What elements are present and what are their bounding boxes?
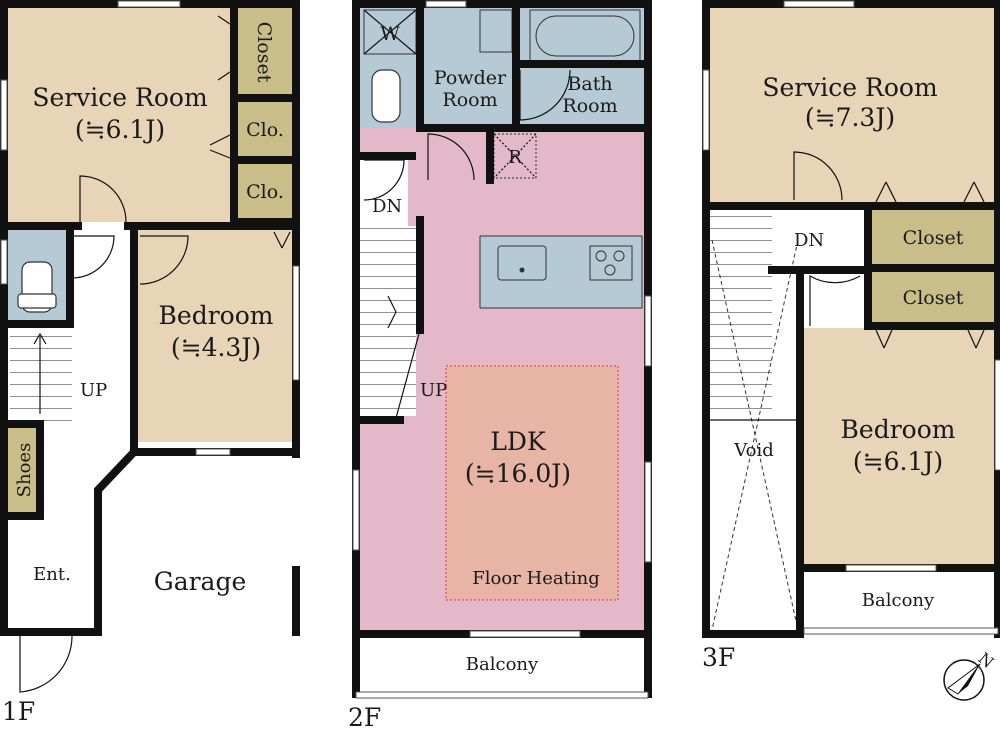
down-label-3f: DN xyxy=(794,230,824,251)
powder-room-label-2: Room xyxy=(442,89,497,111)
down-label-2f: DN xyxy=(372,196,402,217)
balcony-rail-3f xyxy=(803,627,999,635)
window-3f-top xyxy=(783,0,855,8)
up-label-2f: UP xyxy=(420,380,447,401)
service-room-size-3f: (≒7.3J) xyxy=(805,103,895,132)
powder-room-label-1: Powder xyxy=(434,67,507,89)
bedroom-label-1f: Bedroom xyxy=(159,301,274,330)
kitchen-counter xyxy=(479,235,643,309)
shoes-fill xyxy=(8,426,40,514)
bedroom-1f-fill xyxy=(136,230,296,442)
compass-icon: N xyxy=(943,649,997,701)
window-3f-balcony xyxy=(845,564,937,572)
washer-label: W xyxy=(380,23,400,45)
window-2f-left xyxy=(352,469,360,551)
floor-label-2f: 2F xyxy=(348,703,381,732)
clo-label-2-1f: Clo. xyxy=(246,181,284,203)
walls-1f xyxy=(0,0,300,636)
floor-heating-fill xyxy=(445,365,619,601)
fixtures-2f xyxy=(363,9,641,179)
closet-label-2-3f: Closet xyxy=(903,287,964,309)
ldk-size: (≒16.0J) xyxy=(465,459,571,488)
ldk-label: LDK xyxy=(490,427,547,456)
service-room-3f-fill xyxy=(710,8,994,204)
up-label-1f: UP xyxy=(80,380,107,401)
window-1f-toilet xyxy=(0,239,8,285)
bedroom-label-3f: Bedroom xyxy=(841,415,956,444)
window-1f-left xyxy=(0,79,8,151)
window-1f-top xyxy=(117,0,181,8)
floor-2f: W Powder Room Bath Room R DN UP LDK (≒16… xyxy=(348,0,652,732)
balcony-label-3f: Balcony xyxy=(862,590,935,611)
stairs-1f xyxy=(10,326,72,422)
toilet-fixture-1f xyxy=(17,261,57,313)
void-label: Void xyxy=(733,440,773,461)
window-3f-right xyxy=(994,359,1000,471)
clo-1-1f-fill xyxy=(237,102,293,158)
service-room-size-1f: (≒6.1J) xyxy=(75,115,165,144)
floor-3f: Service Room (≒7.3J) DN Closet Closet Vo… xyxy=(702,0,1000,672)
service-room-1f-fill xyxy=(8,8,234,222)
window-1f-bottom xyxy=(195,448,231,456)
floor-heating-label: Floor Heating xyxy=(472,568,599,589)
walls-2f xyxy=(352,0,652,699)
bedroom-size-1f: (≒4.3J) xyxy=(171,333,261,362)
window-2f-bottom xyxy=(469,630,581,638)
clo-label-1-1f: Clo. xyxy=(246,119,284,141)
window-3f-left xyxy=(702,69,710,151)
doors-3f xyxy=(793,151,985,349)
doors-2f xyxy=(363,69,571,329)
entrance-label: Ent. xyxy=(33,564,71,585)
service-room-label-3f: Service Room xyxy=(762,73,938,102)
closet-1-3f-fill xyxy=(872,208,994,266)
floor-1f: Service Room (≒6.1J) Closet Clo. Clo. Be… xyxy=(0,0,300,726)
bath-room-label-1: Bath xyxy=(567,73,612,95)
service-room-label-1f: Service Room xyxy=(32,83,208,112)
doors-1f xyxy=(19,15,291,693)
bedroom-3f-fill xyxy=(804,328,994,566)
refrigerator-label: R xyxy=(508,147,522,168)
window-2f-top xyxy=(425,0,467,8)
closet-label-1-3f: Closet xyxy=(903,227,964,249)
void-area xyxy=(711,239,799,631)
window-2f-right-2 xyxy=(644,461,652,563)
corner-white-2f xyxy=(360,156,408,226)
closet-2-3f-fill xyxy=(872,272,994,324)
closet-1f-fill xyxy=(237,8,293,96)
garage-label: Garage xyxy=(154,567,247,596)
window-2f-right xyxy=(644,295,652,367)
bedroom-size-3f: (≒6.1J) xyxy=(853,447,943,476)
closet-label-1f: Closet xyxy=(253,22,275,83)
balcony-label-2f: Balcony xyxy=(466,654,539,675)
window-1f-right xyxy=(292,265,300,381)
bath-room-label-2: Room xyxy=(562,95,617,117)
stairs-3f xyxy=(710,208,772,418)
stairs-2f xyxy=(360,226,416,416)
floor-label-1f: 1F xyxy=(2,697,35,726)
clo-2-1f-fill xyxy=(237,164,293,220)
floor-label-3f: 3F xyxy=(702,643,735,672)
shoes-label: Shoes xyxy=(14,443,35,498)
